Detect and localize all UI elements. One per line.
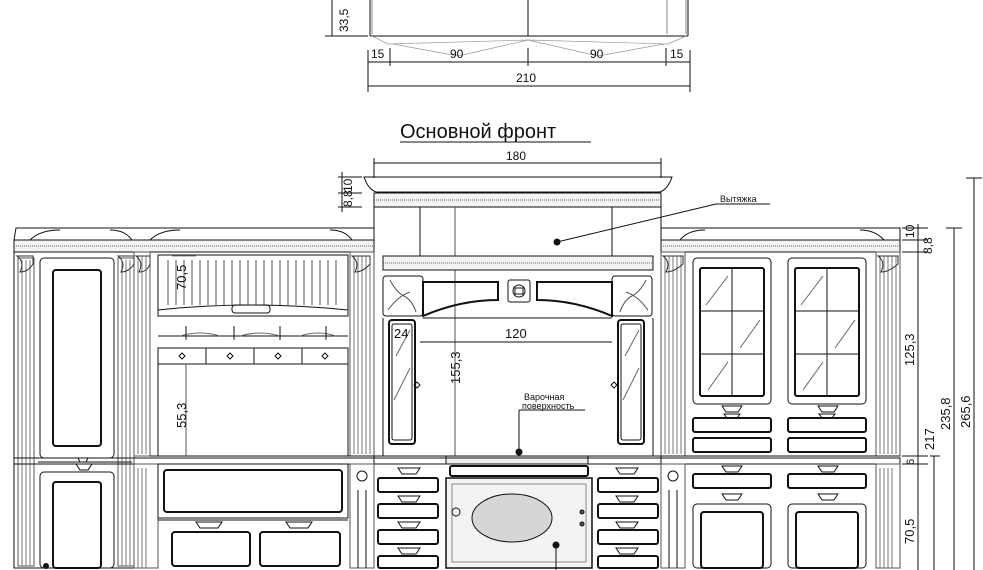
page-title: Основной фронт [400, 121, 556, 143]
dim-right-t1: 217 [922, 428, 937, 450]
dim-right-h2: 8,8 [921, 237, 935, 254]
label-hood: Вытяжка [720, 194, 757, 204]
hood-callout: Вытяжка [553, 194, 770, 246]
dim-right-h1: 10 [903, 224, 917, 238]
dim-center-height: 155,3 [448, 351, 463, 384]
base-cabinets-left [133, 463, 375, 569]
dim-column-width: 24 [394, 326, 408, 341]
dim-top-left: 15 [371, 47, 385, 61]
center-hood-panel: 120 24 155,3 [374, 255, 661, 465]
dim-right-d4: 6 [905, 459, 917, 465]
dim-top-mid1: 90 [450, 47, 464, 61]
dim-top-mid2: 90 [590, 47, 604, 61]
dim-right-d3: 125,3 [902, 333, 917, 366]
upper-cornice-right [660, 227, 901, 253]
countertop [13, 457, 901, 465]
top-partial-view: 33,5 15 90 90 15 210 [325, 0, 691, 92]
left-tall-cabinet [13, 251, 135, 569]
dim-hood-h2: 8,8 [341, 190, 355, 207]
right-glass-cabinets [660, 251, 901, 457]
right-dimensions: 10 8,8 125,3 6 70,5 217 235,8 265,6 [902, 177, 982, 570]
label-cooktop-line2: поверхность [522, 401, 575, 411]
dim-right-t2: 235,8 [938, 397, 953, 430]
dim-mosaic-width: 120 [505, 326, 527, 341]
label-cooktop-line1: Варочная [524, 392, 564, 402]
hood-cornice: 180 10 8,8 [338, 149, 673, 212]
dim-right-t3: 265,6 [958, 395, 973, 428]
dim-hood-width: 180 [506, 149, 526, 163]
base-center [377, 465, 659, 570]
plate-rack-section: 70,5 55,3 [133, 251, 375, 457]
dim-wall-space: 55,3 [174, 403, 189, 428]
dim-height-top: 33,5 [337, 8, 351, 32]
corbels [15, 255, 899, 273]
upper-cornice-left [13, 227, 375, 253]
dim-top-right: 15 [670, 47, 684, 61]
dim-hood-h1: 10 [341, 178, 355, 192]
cooktop-callout: Варочная поверхность [515, 392, 585, 456]
base-cabinets-right [660, 463, 901, 569]
dim-right-d5: 70,5 [902, 519, 917, 544]
dim-rack-height: 70,5 [174, 265, 189, 290]
dim-top-total: 210 [516, 71, 536, 85]
